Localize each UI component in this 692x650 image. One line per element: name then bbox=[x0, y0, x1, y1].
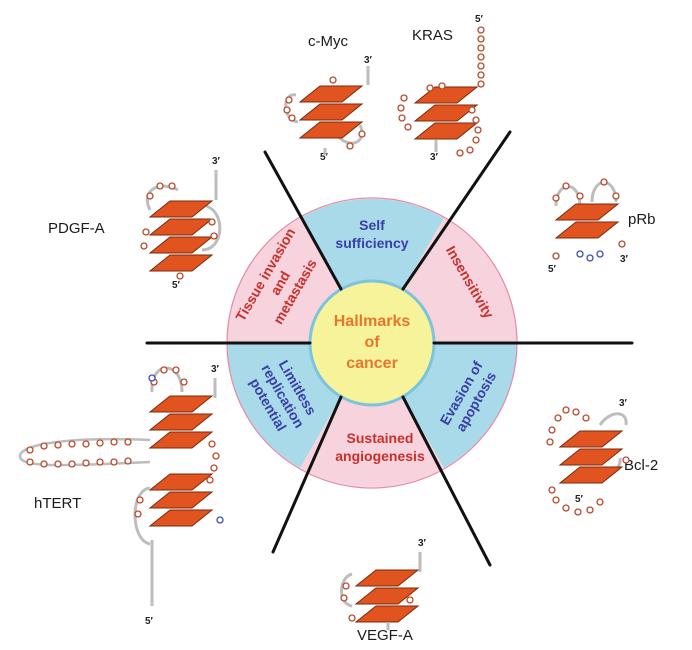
svg-text:3′: 3′ bbox=[418, 538, 427, 549]
gene-label-prb: pRb bbox=[628, 211, 656, 228]
svg-text:3′: 3′ bbox=[619, 398, 628, 409]
hallmarks-wheel bbox=[226, 197, 518, 489]
svg-text:3′: 3′ bbox=[430, 152, 439, 163]
svg-text:3′: 3′ bbox=[620, 254, 629, 265]
pdgfa-quadruplex: PDGF-A 3′ 5′ bbox=[48, 156, 222, 291]
svg-text:angiogenesis: angiogenesis bbox=[335, 448, 425, 464]
divider-lines bbox=[145, 130, 634, 567]
svg-text:sufficiency: sufficiency bbox=[335, 235, 408, 251]
svg-text:5′: 5′ bbox=[548, 264, 557, 275]
kras-quadruplex: KRAS 5′ 3′ bbox=[397, 14, 485, 163]
gene-label-pdgfa: PDGF-A bbox=[48, 220, 105, 237]
svg-text:Sustained: Sustained bbox=[347, 430, 414, 446]
label-self-sufficiency: Self sufficiency bbox=[335, 217, 408, 251]
center-line-3: cancer bbox=[346, 355, 398, 372]
vegfa-quadruplex: VEGF-A 3′ 5′ bbox=[340, 538, 427, 644]
htert-quadruplex: hTERT 3′ 5′ bbox=[18, 364, 224, 627]
segment-sustained-angiogenesis bbox=[300, 343, 444, 488]
center-line-2: of bbox=[364, 334, 380, 351]
segment-self-sufficiency bbox=[300, 198, 444, 343]
svg-text:5′: 5′ bbox=[320, 152, 329, 163]
svg-text:5′: 5′ bbox=[145, 616, 154, 627]
svg-text:3′: 3′ bbox=[364, 55, 373, 66]
svg-text:5′: 5′ bbox=[475, 14, 484, 25]
svg-text:3′: 3′ bbox=[212, 156, 221, 167]
bcl2-quadruplex: Bcl-2 3′ 5′ bbox=[546, 398, 658, 516]
label-sustained-angiogenesis: Sustained angiogenesis bbox=[335, 430, 425, 464]
gene-label-bcl2: Bcl-2 bbox=[624, 457, 658, 474]
gene-label-kras: KRAS bbox=[412, 27, 453, 44]
gene-label-vegfa: VEGF-A bbox=[357, 627, 413, 644]
svg-text:3′: 3′ bbox=[211, 364, 220, 375]
svg-text:5′: 5′ bbox=[172, 280, 181, 291]
center-line-1: Hallmarks bbox=[334, 313, 411, 330]
svg-text:5′: 5′ bbox=[575, 494, 584, 505]
cmyc-quadruplex: c-Myc 3′ 5′ bbox=[283, 33, 373, 163]
svg-text:Self: Self bbox=[359, 217, 385, 233]
gene-label-htert: hTERT bbox=[34, 495, 81, 512]
gene-label-cmyc: c-Myc bbox=[308, 33, 348, 50]
prb-quadruplex: pRb 5′ 3′ bbox=[548, 178, 656, 275]
